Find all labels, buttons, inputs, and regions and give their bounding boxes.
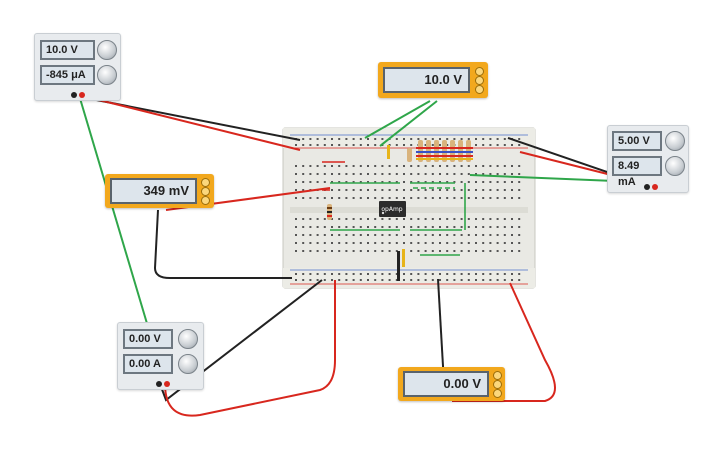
voltage-knob-icon[interactable] [178,329,198,349]
meter-reading: 10.0 V [383,67,470,93]
meter-mode-button[interactable] [201,178,210,187]
breadboard-holes [295,138,521,281]
psu-current-display: 0.00 A [123,354,173,374]
psu-voltage-display: 10.0 V [40,40,95,60]
multimeter-left[interactable]: 349 mV [105,174,214,208]
psu-voltage-display: 0.00 V [123,329,173,349]
voltage-knob-icon[interactable] [97,40,117,60]
meter-mode-button[interactable] [475,67,484,76]
terminal-icon[interactable] [164,381,170,387]
meter-mode-button[interactable] [475,85,484,94]
psu-current-display: -845 μA [40,65,95,85]
opamp-chip-icon[interactable]: opAmp [379,201,406,217]
psu-current-display: 8.49 mA [612,156,662,188]
meter-mode-button[interactable] [475,76,484,85]
breadboard[interactable] [282,127,536,289]
meter-mode-button[interactable] [493,371,502,380]
voltage-knob-icon[interactable] [665,131,685,151]
current-knob-icon[interactable] [97,65,117,85]
power-supply-bottom-left[interactable]: 0.00 V 0.00 A [117,322,204,390]
psu-voltage-display: 5.00 V [612,131,662,151]
terminal-icon[interactable] [644,184,650,190]
power-supply-right[interactable]: 5.00 V 8.49 mA [607,125,689,193]
meter-mode-button[interactable] [493,380,502,389]
meter-reading: 349 mV [110,178,197,204]
resistor-array[interactable] [387,140,473,281]
multimeter-top[interactable]: 10.0 V [378,62,488,98]
terminal-icon[interactable] [652,184,658,190]
multimeter-bottom[interactable]: 0.00 V [398,367,505,401]
meter-mode-button[interactable] [493,389,502,398]
current-knob-icon[interactable] [665,156,685,176]
meter-mode-button[interactable] [201,196,210,205]
chip-label: opAmp [381,206,402,213]
current-knob-icon[interactable] [178,354,198,374]
terminal-icon[interactable] [71,92,77,98]
terminal-icon[interactable] [156,381,162,387]
terminal-icon[interactable] [79,92,85,98]
meter-mode-button[interactable] [201,187,210,196]
power-supply-top-left[interactable]: 10.0 V -845 μA [34,33,121,101]
resistor-icon[interactable] [327,204,332,220]
breadboard-jumpers [322,161,466,256]
meter-reading: 0.00 V [403,371,489,397]
